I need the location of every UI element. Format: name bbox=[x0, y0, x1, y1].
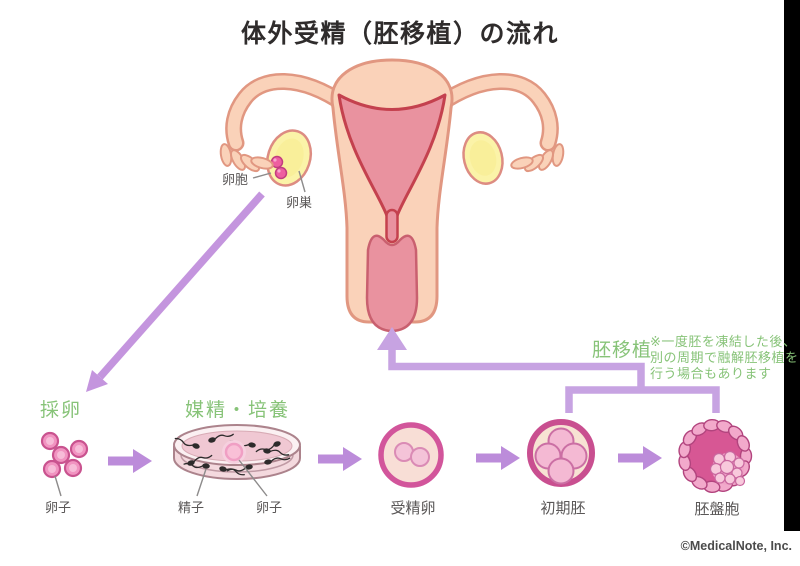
inner-cell-mass bbox=[709, 450, 746, 487]
flow-arrow-1 bbox=[108, 449, 152, 473]
blastocyst-illustration bbox=[678, 418, 753, 494]
egg-cluster bbox=[40, 431, 89, 497]
page-title: 体外受精（胚移植）の流れ bbox=[240, 20, 560, 48]
note-line-1: ※一度胚を凍結した後、 bbox=[650, 334, 797, 349]
right-ovary bbox=[462, 131, 504, 185]
blastocyst-label: 胚盤胞 bbox=[694, 501, 740, 518]
egg-retrieval-arrow bbox=[86, 191, 265, 392]
embryo-transfer-label: 胚移植 bbox=[592, 340, 653, 361]
dish-egg-pointer-line bbox=[238, 459, 268, 497]
ovary-label: 卵巣 bbox=[286, 195, 313, 210]
left-ovary bbox=[265, 129, 313, 187]
transfer-bracket bbox=[565, 386, 720, 413]
embryo-transfer-note: ※一度胚を凍結した後、 別の周期で融解胚移植を 行う場合もあります bbox=[650, 334, 799, 382]
sperm-label: 精子 bbox=[178, 500, 205, 515]
uterus-illustration bbox=[219, 58, 565, 333]
dish-egg-label: 卵子 bbox=[256, 500, 283, 515]
egg-cluster-item-label: 卵子 bbox=[45, 500, 72, 515]
sperm-pointer-line bbox=[196, 468, 207, 497]
flow-arrow-3 bbox=[476, 446, 520, 470]
ovary-pointer-line bbox=[298, 170, 306, 193]
petri-dish bbox=[173, 424, 301, 497]
right-edge-black-band bbox=[784, 0, 800, 531]
uterine-cavity bbox=[337, 93, 447, 221]
note-line-2: 別の周期で融解胚移植を bbox=[650, 350, 799, 365]
vaginal-canal bbox=[365, 234, 419, 333]
early-embryo-illustration bbox=[527, 419, 595, 487]
follicle-pointer-line bbox=[252, 172, 272, 179]
fertilized-egg-label: 受精卵 bbox=[390, 500, 436, 517]
left-fallopian-tube bbox=[219, 73, 353, 173]
egg-cluster-pointer-line bbox=[54, 475, 62, 497]
cervical-canal bbox=[385, 208, 399, 244]
note-line-3: 行う場合もあります bbox=[650, 366, 772, 381]
insemination-culture-label: 媒精・培養 bbox=[185, 400, 291, 421]
copyright-text: ©MedicalNote, Inc. bbox=[680, 539, 792, 553]
transfer-up-arrow bbox=[377, 327, 645, 391]
early-embryo-label: 初期胚 bbox=[540, 500, 586, 517]
egg-icon bbox=[40, 431, 89, 479]
right-fallopian-tube bbox=[431, 73, 565, 173]
fertilized-egg-illustration bbox=[378, 422, 444, 488]
dish-egg-icon bbox=[222, 440, 246, 464]
egg-retrieval-label: 採卵 bbox=[40, 400, 83, 421]
follicle-label: 卵胞 bbox=[222, 172, 249, 187]
flow-arrow-4 bbox=[618, 446, 662, 470]
flow-arrow-2 bbox=[318, 447, 362, 471]
